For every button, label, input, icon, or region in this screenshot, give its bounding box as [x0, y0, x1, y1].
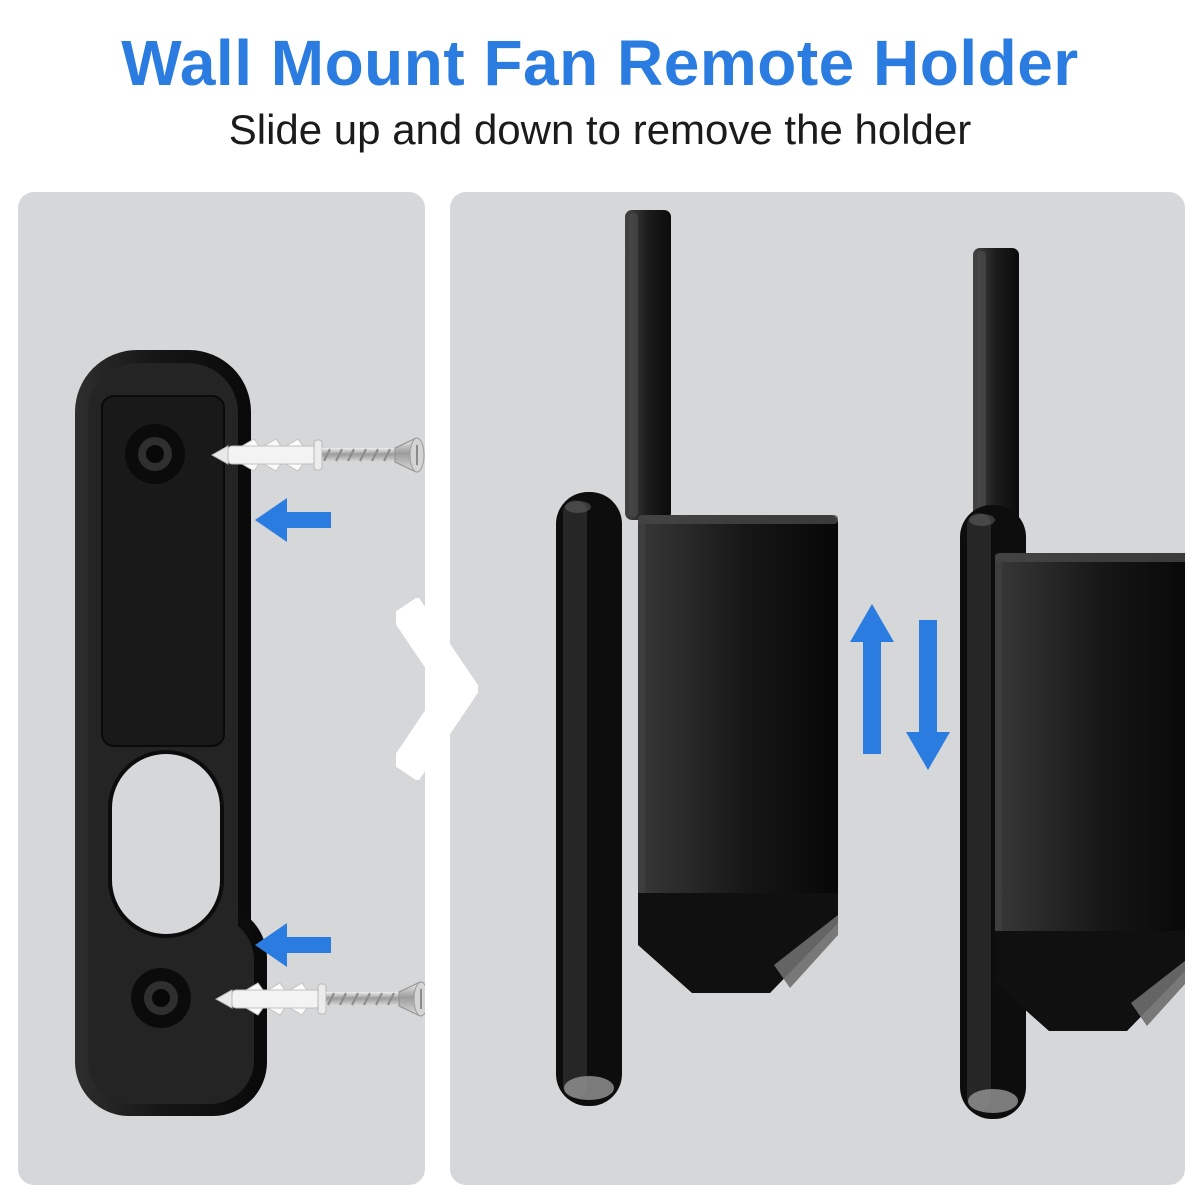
holder-assembly-attached: [960, 248, 1185, 1119]
holder-assembly-detached: [556, 210, 838, 1106]
mounting-hole-top: [125, 424, 185, 484]
arrow-left-top-icon: [255, 498, 331, 542]
page-subtitle: Slide up and down to remove the holder: [228, 106, 972, 153]
wall-plate-illustration: [75, 350, 425, 1116]
chevron-right-icon: [396, 598, 478, 780]
arrow-up-icon: [850, 604, 894, 754]
mounting-hole-bottom: [131, 968, 191, 1028]
holder-slide-illustration: [556, 210, 1185, 1119]
page-title: Wall Mount Fan Remote Holder: [121, 27, 1079, 99]
left-panel-wall-plate-install: [18, 192, 425, 1185]
wall-plate: [75, 350, 267, 1116]
right-panel-slide-demo: [450, 192, 1185, 1185]
arrow-down-icon: [906, 620, 950, 770]
plate-slot-cutout: [108, 750, 224, 938]
